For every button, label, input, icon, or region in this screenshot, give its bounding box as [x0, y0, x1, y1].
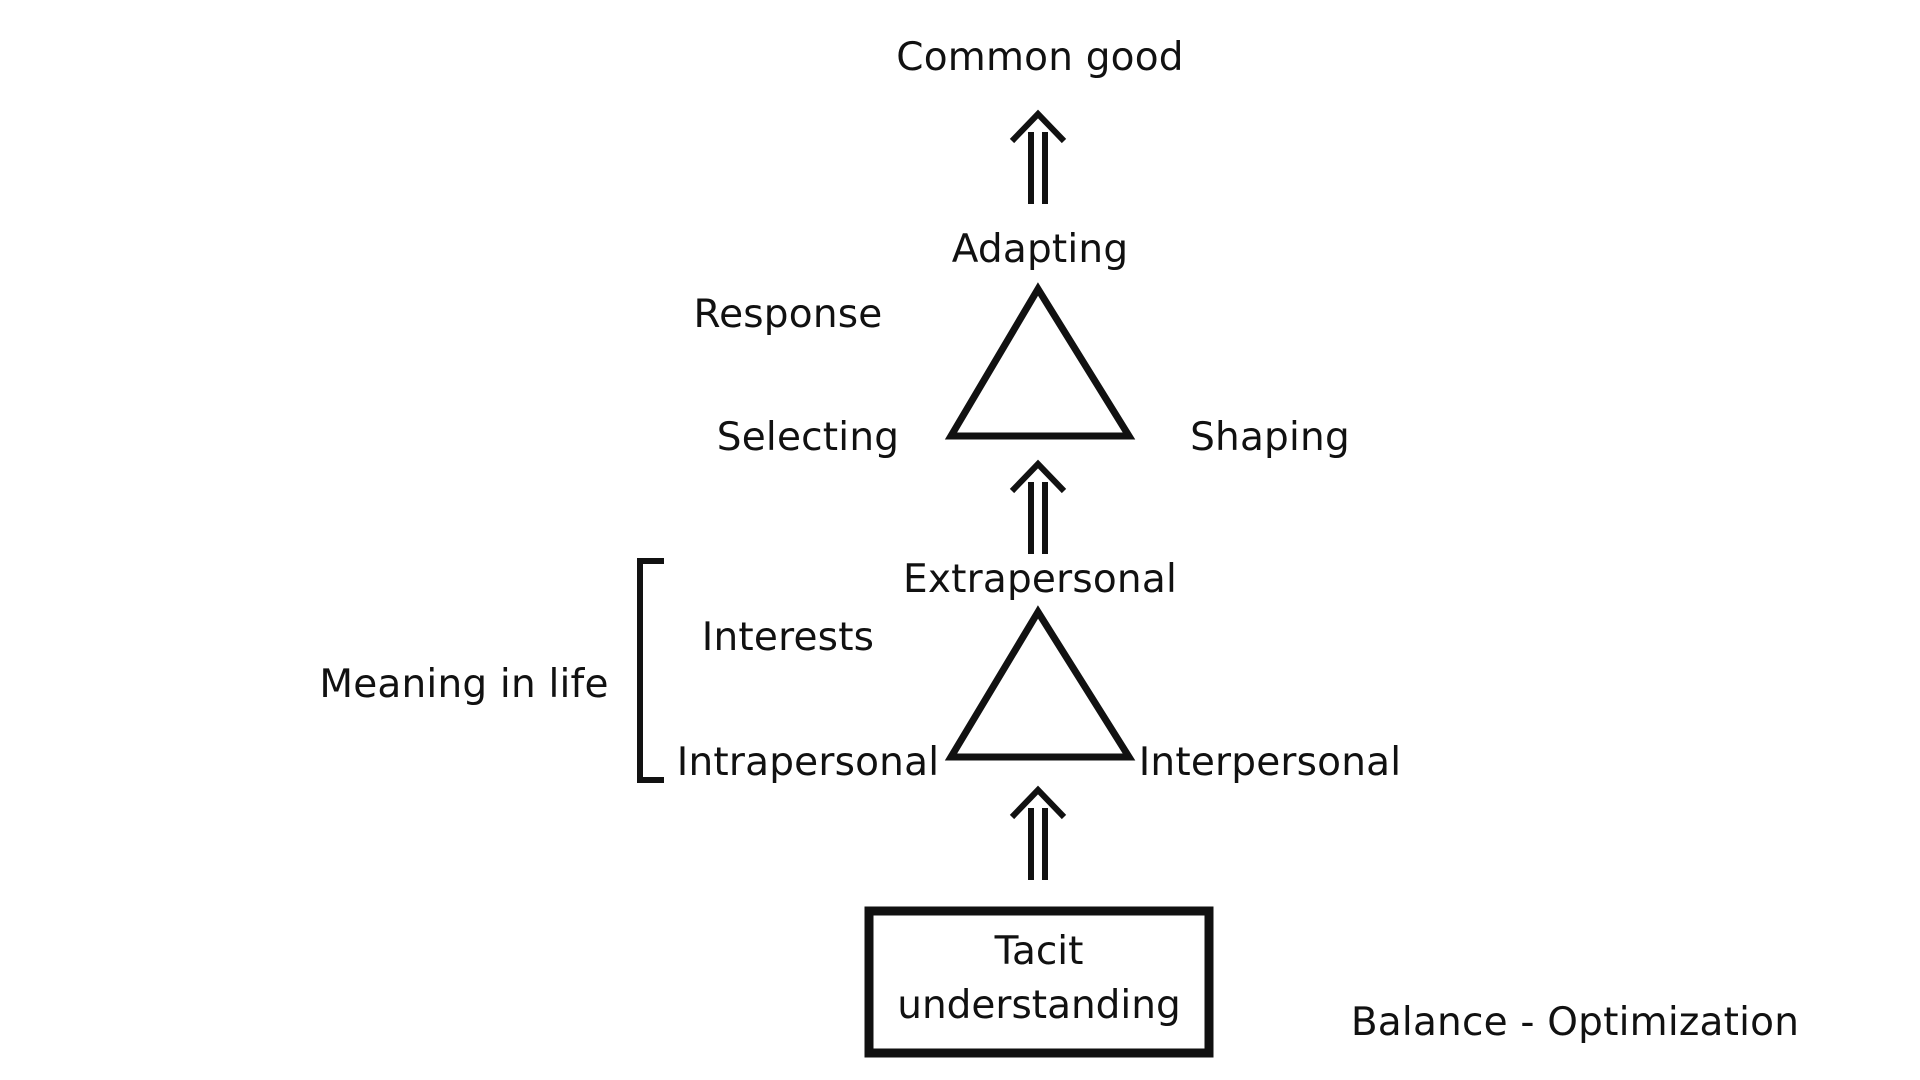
selecting-label: Selecting	[716, 415, 900, 460]
interests-triangle	[944, 605, 1136, 761]
up-arrow-bottom	[1009, 785, 1067, 880]
response-label: Response	[693, 292, 883, 337]
common-good-label: Common good	[896, 35, 1184, 80]
balance-optimization-label: Balance - Optimization	[1350, 1000, 1800, 1045]
tacit-understanding-line2: understanding	[897, 983, 1181, 1028]
meaning-in-life-label: Meaning in life	[319, 662, 609, 707]
up-arrow-middle	[1009, 459, 1067, 554]
extrapersonal-label: Extrapersonal	[903, 557, 1177, 602]
tacit-understanding-box	[864, 906, 1214, 1058]
interpersonal-label: Interpersonal	[1138, 740, 1402, 785]
interests-label: Interests	[701, 615, 875, 660]
tacit-understanding-line1: Tacit	[994, 929, 1084, 974]
response-triangle	[944, 282, 1136, 440]
up-arrow-top	[1009, 109, 1067, 204]
shaping-label: Shaping	[1190, 415, 1350, 460]
intrapersonal-label: Intrapersonal	[676, 740, 940, 785]
adapting-label: Adapting	[951, 227, 1129, 272]
meaning-bracket	[637, 558, 664, 783]
tacit-understanding-text: Tacit understanding	[869, 913, 1209, 1045]
